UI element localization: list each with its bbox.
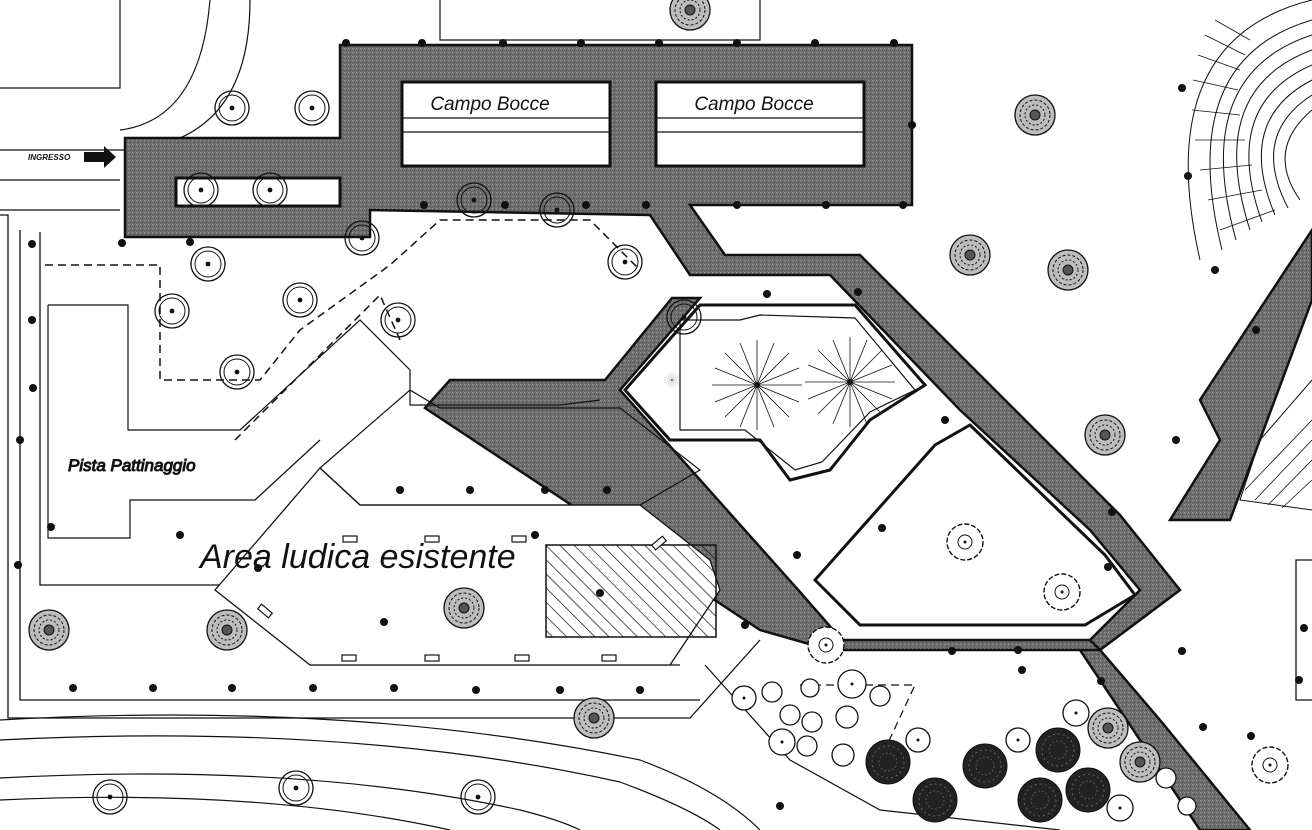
dark-tree-icon <box>962 743 1008 789</box>
shrub-icon <box>28 609 70 651</box>
tree-icon <box>219 354 255 390</box>
campo-bocce-label-1: Campo Bocce <box>430 94 549 115</box>
shrub-icon <box>1087 707 1129 749</box>
dark-tree-icon <box>912 777 958 823</box>
flower-tree-icon <box>1251 746 1289 784</box>
campo-bocce-label-2: Campo Bocce <box>694 94 813 115</box>
tree-icon <box>294 90 330 126</box>
area-ludica-label: Area ludica esistente <box>198 538 516 576</box>
bocce-court-2: Campo Bocce <box>654 80 866 168</box>
lamp-posts <box>14 39 1308 810</box>
amphitheatre <box>1187 0 1312 701</box>
shrub-icon <box>669 0 711 31</box>
dark-tree-icon <box>1065 767 1111 813</box>
arrow-right-icon <box>84 146 116 168</box>
shrub-icon <box>1014 94 1056 136</box>
shrub-icon <box>1084 414 1126 456</box>
entrance-bench <box>174 176 342 208</box>
tree-icon <box>278 770 314 806</box>
shrub-icon <box>1119 741 1161 783</box>
flower-tree-icon <box>946 523 984 561</box>
lower-tree-cluster <box>704 664 1197 830</box>
flower-tree-icon <box>807 626 845 664</box>
dark-tree-icon <box>865 739 911 785</box>
dark-tree-icon <box>1017 777 1063 823</box>
paths-network <box>123 43 1312 830</box>
entrance-marker: INGRESSO <box>28 146 116 168</box>
flower-tree-icon <box>1043 573 1081 611</box>
ingresso-label: INGRESSO <box>28 153 71 162</box>
bocce-court-1: Campo Bocce <box>400 80 612 168</box>
tree-icon <box>460 779 496 815</box>
benches <box>256 535 668 662</box>
shrub-icon <box>443 587 485 629</box>
tree-icon <box>282 282 318 318</box>
road-curves <box>0 714 761 830</box>
palm-garden <box>622 303 928 482</box>
tree-icon <box>607 244 643 280</box>
dark-tree-icon <box>1035 727 1081 773</box>
shrub-icon <box>949 234 991 276</box>
shrub-icon <box>206 609 248 651</box>
tree-icon <box>190 246 226 282</box>
pista-pattinaggio-area: Pista Pattinaggio <box>45 219 641 539</box>
shrub-icon <box>573 697 615 739</box>
pista-pattinaggio-label: Pista Pattinaggio <box>68 456 196 475</box>
shrub-icon <box>1047 249 1089 291</box>
tree-icon <box>380 302 416 338</box>
area-ludica: Area ludica esistente <box>198 389 721 666</box>
